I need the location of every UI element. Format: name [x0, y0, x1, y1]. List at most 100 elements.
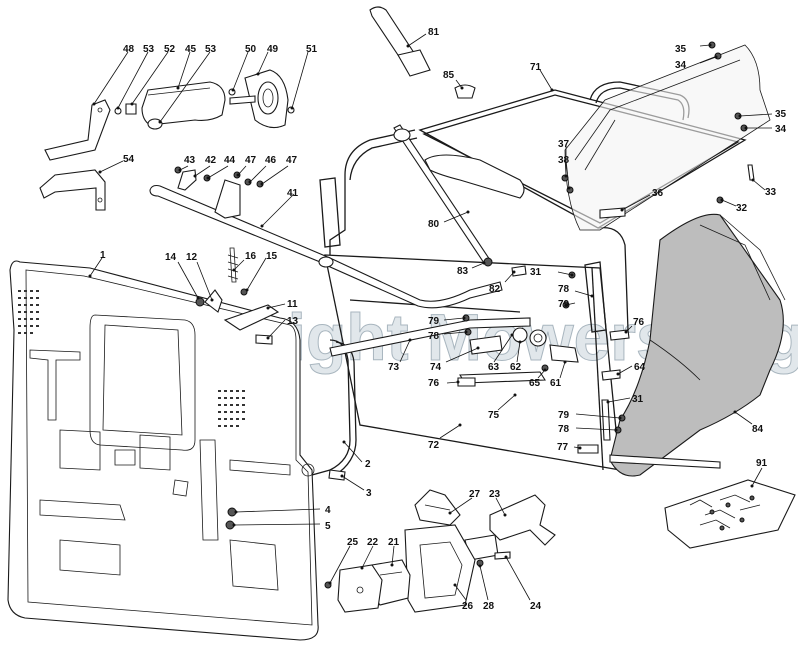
callout-78b: 78	[428, 331, 440, 342]
callout-46: 46	[265, 155, 277, 166]
latch-bracket-42	[177, 169, 241, 219]
pivot-rod-41	[149, 184, 503, 309]
callout-34a: 34	[675, 60, 687, 71]
plate-26	[404, 524, 476, 613]
callout-71: 71	[530, 62, 542, 73]
callout-35b: 35	[775, 109, 787, 120]
bolt-64	[601, 369, 621, 381]
vent-holes-left	[18, 290, 39, 334]
hardware-bag-91	[664, 479, 796, 549]
callout-51: 51	[306, 44, 318, 55]
support-rod	[609, 454, 721, 469]
callout-79c: 79	[558, 410, 570, 421]
callout-80: 80	[428, 219, 440, 230]
switch-21	[371, 559, 411, 606]
callout-48: 48	[123, 44, 135, 55]
callout-24: 24	[530, 601, 542, 612]
callout-50: 50	[245, 44, 257, 55]
lever-23	[464, 494, 556, 561]
callout-16: 16	[245, 251, 257, 262]
callout-23: 23	[489, 489, 501, 500]
callout-28: 28	[483, 601, 495, 612]
linkage-11	[204, 247, 280, 331]
callout-42: 42	[205, 155, 217, 166]
callout-76a: 76	[428, 378, 440, 389]
bracket-54	[39, 169, 106, 211]
callout-38: 38	[558, 155, 570, 166]
callout-54: 54	[123, 154, 135, 165]
callout-81: 81	[428, 27, 440, 38]
callout-53a: 53	[143, 44, 155, 55]
callout-2: 2	[365, 459, 371, 470]
callout-27: 27	[469, 489, 481, 500]
callout-22: 22	[367, 537, 379, 548]
callout-73: 73	[388, 362, 400, 373]
nut-83	[483, 257, 493, 267]
callout-34b: 34	[775, 124, 787, 135]
screw-3	[328, 469, 346, 481]
spacer-52	[125, 103, 137, 115]
callout-4: 4	[325, 505, 331, 516]
callout-44: 44	[224, 155, 236, 166]
callout-1: 1	[100, 250, 106, 261]
callout-45: 45	[185, 44, 197, 55]
callout-74: 74	[430, 362, 442, 373]
callout-61: 61	[550, 378, 562, 389]
grass-bag-84	[609, 213, 786, 477]
callout-83: 83	[457, 266, 469, 277]
callout-53b: 53	[205, 44, 217, 55]
callout-21: 21	[388, 537, 400, 548]
callout-11: 11	[287, 299, 298, 310]
callout-77: 77	[557, 442, 569, 453]
callout-91: 91	[756, 458, 768, 469]
callout-78c: 78	[558, 424, 570, 435]
callout-12: 12	[186, 252, 198, 263]
side-frame-left	[319, 129, 418, 255]
callout-64: 64	[634, 362, 646, 373]
callout-36: 36	[652, 188, 664, 199]
callout-85: 85	[443, 70, 455, 81]
callout-13: 13	[287, 316, 299, 327]
cover-22	[337, 564, 383, 613]
callout-79b: 79	[428, 316, 440, 327]
callout-47a: 47	[245, 155, 257, 166]
bottom-bracket-27	[414, 489, 461, 526]
callout-5: 5	[325, 521, 331, 532]
callout-82: 82	[489, 284, 501, 295]
callout-33: 33	[765, 187, 777, 198]
bolt-76b	[609, 329, 630, 341]
bracket-48	[44, 99, 111, 161]
bolt-36	[599, 207, 626, 219]
callout-62: 62	[510, 362, 522, 373]
nut-14	[195, 297, 205, 307]
callout-41: 41	[287, 188, 299, 199]
callout-14: 14	[165, 252, 177, 263]
callout-35a: 35	[675, 44, 687, 55]
screw-33	[747, 164, 755, 181]
callout-63: 63	[488, 362, 500, 373]
callout-79a: 79	[558, 299, 570, 310]
cap-85	[454, 84, 476, 99]
callout-76b: 76	[633, 317, 645, 328]
callout-31a: 31	[530, 267, 542, 278]
callout-78a: 78	[558, 284, 570, 295]
callout-75: 75	[488, 410, 500, 421]
callout-72: 72	[428, 440, 440, 451]
lift-handle-80	[393, 124, 525, 264]
side-panel-part	[7, 260, 319, 641]
hub-49	[229, 69, 289, 129]
callout-32: 32	[736, 203, 748, 214]
vent-holes-right	[218, 390, 245, 427]
rod-31b	[601, 399, 611, 441]
bolt-77	[577, 444, 599, 454]
callout-49: 49	[267, 44, 279, 55]
callout-26: 26	[462, 601, 474, 612]
callout-37: 37	[558, 139, 570, 150]
bolt-76a	[457, 377, 476, 387]
pin-24	[494, 551, 511, 560]
screw-15	[240, 288, 248, 296]
callout-52: 52	[164, 44, 176, 55]
motor-housing-45	[141, 81, 226, 130]
callout-25: 25	[347, 537, 359, 548]
callout-84: 84	[752, 424, 764, 435]
